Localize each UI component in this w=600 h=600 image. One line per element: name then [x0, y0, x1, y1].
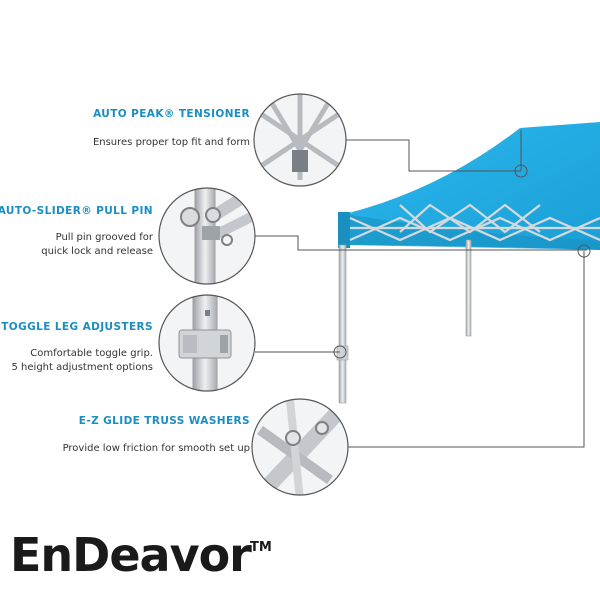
feature-title: E-Z GLIDE TRUSS WASHERS [78, 415, 250, 427]
callout-markers [333, 164, 591, 359]
feature-description-line: 5 height adjustment options [11, 362, 153, 373]
feature-description: Provide low friction for smooth set up [63, 442, 250, 456]
canopy-top [338, 122, 600, 250]
canopy-legs [336, 239, 472, 404]
feature-description: Pull pin grooved for quick lock and rele… [41, 231, 153, 259]
feature-description: Ensures proper top fit and form [93, 136, 250, 150]
truss-frame [349, 203, 600, 300]
feature-title: TOGGLE LEG ADJUSTERS [1, 321, 153, 333]
brand-logo: EnDeavor [10, 528, 252, 582]
feature-description-line: Pull pin grooved for [55, 232, 153, 243]
callout-lines [255, 130, 587, 448]
feature-title: AUTO-SLIDER® PULL PIN [0, 205, 153, 217]
detail-circle-auto-peak [253, 93, 347, 187]
detail-circle-truss-washers [251, 398, 349, 496]
trademark-mark: TM [250, 540, 272, 555]
feature-description-line: Ensures proper top fit and form [92, 137, 250, 148]
feature-description-line: quick lock and release [41, 246, 153, 257]
feature-description-line: Comfortable toggle grip. [30, 348, 153, 359]
feature-title: AUTO PEAK® TENSIONER [93, 108, 250, 120]
detail-circle-toggle-leg [158, 294, 256, 392]
feature-description: Comfortable toggle grip. 5 height adjust… [12, 347, 153, 375]
feature-description-line: Provide low friction for smooth set up [62, 443, 250, 454]
detail-circle-pull-pin [158, 187, 256, 285]
